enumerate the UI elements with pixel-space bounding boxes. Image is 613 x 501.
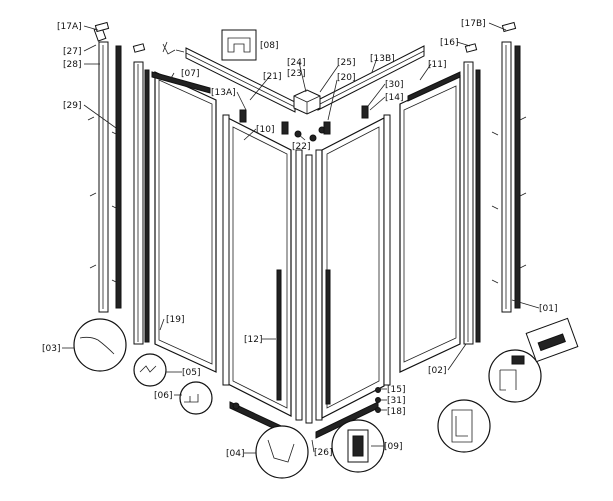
label-27: [27] [63,47,81,57]
label-17a: [17A] [57,22,82,32]
right-top-cap-17b [464,21,517,53]
corner-connector-24-25 [293,89,321,115]
label-09: [09] [384,442,402,452]
detail-circle-01-bracket [488,349,542,403]
right-wall-profile [501,41,512,313]
label-29: [29] [63,101,81,111]
left-wall-plugs [87,116,119,284]
label-22: [22] [292,142,310,152]
right-door-vertical-profile [383,114,391,386]
center-guides-22 [294,126,326,142]
left-top-rail-07 [151,71,211,94]
label-21: [21] [263,72,281,82]
left-fixed-glass-panel [154,71,217,373]
bottom-screws-15-31-18 [232,387,381,413]
label-31: [31] [387,396,405,406]
right-door-jamb-profile [463,61,481,345]
label-10: [10] [256,125,274,135]
left-sliding-door-glass [227,117,292,417]
top-bar-profile-detail-box [221,29,257,61]
detail-circle-05-bracket [133,353,167,387]
label-20: [20] [337,73,355,83]
right-wall-strip [514,45,521,309]
label-13b: [13B] [370,54,395,64]
part-labels: [17A] [27] [28] [29] [03] [05] [06] [07]… [42,19,557,459]
label-07: [07] [181,69,199,79]
left-wall-strip-29 [115,45,122,309]
label-19: [19] [166,315,184,325]
leader-lines [62,22,540,454]
label-16: [16] [440,38,458,48]
right-fixed-glass-panel [399,75,461,373]
label-28: [28] [63,60,81,70]
label-26: [26] [314,448,332,458]
left-door-vertical-profile [222,114,230,386]
label-23: [23] [287,69,305,79]
detail-circle-02-profile-section [437,399,491,453]
left-door-rollers-21 [239,109,289,135]
label-25: [25] [337,58,355,68]
detail-circle-03-seal [73,318,127,372]
left-top-cap-17a [94,21,146,53]
label-11: [11] [428,60,446,70]
left-door-handle-profile-12 [276,269,282,401]
label-18: [18] [387,407,405,417]
detail-circle-06-clip [179,381,213,415]
right-top-rail-11 [407,71,461,102]
label-12: [12] [244,335,262,345]
label-08: [08] [260,41,278,51]
label-05: [05] [182,368,200,378]
label-30: [30] [385,80,403,90]
label-03: [03] [42,344,60,354]
label-04: [04] [226,449,244,459]
detail-box-18-bracket [525,317,579,363]
label-17b: [17B] [461,19,486,29]
right-door-rollers-30-14 [323,105,369,135]
right-sliding-door-glass [321,117,385,419]
label-06: [06] [154,391,172,401]
label-24: [24] [287,58,305,68]
label-13a: [13A] [211,88,236,98]
label-15: [15] [387,385,405,395]
label-14: [14] [385,93,403,103]
left-wall-profile-28 [98,41,109,313]
center-corner-posts [295,149,323,424]
right-wall-plugs [491,116,527,284]
detail-circle-09-seal-profile [331,419,385,473]
label-02: [02] [428,366,446,376]
right-door-handle-profile [325,269,331,405]
clip-detail-icon [162,41,185,55]
top-bar-left-08 [185,47,296,113]
detail-circle-04-roller [255,425,309,479]
label-01: [01] [539,304,557,314]
left-door-jamb-profile [133,61,150,345]
